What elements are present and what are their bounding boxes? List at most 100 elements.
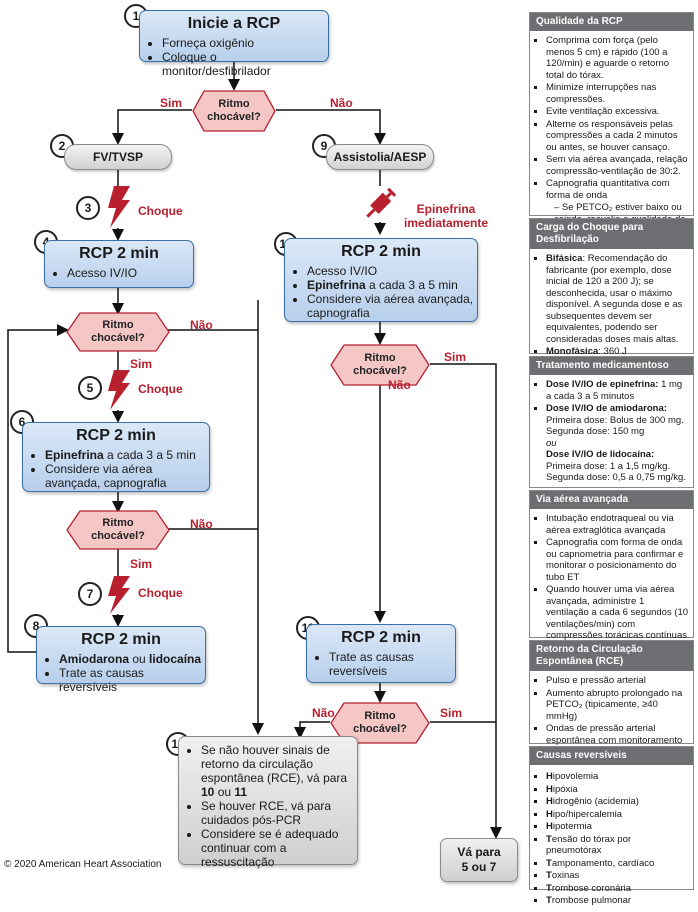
panel-reversible-causes-title: Causas reversíveis <box>530 747 693 765</box>
panel-reversible-causes: Causas reversíveis Hipovolemia Hipóxia H… <box>529 746 694 906</box>
step-11-title: RCP 2 min <box>341 629 421 646</box>
panel-item: Comprima com força (pelo menos 5 cm) e r… <box>546 35 689 81</box>
step-12-box: Se não houver sinais de retorno da circu… <box>178 736 358 869</box>
cause-item: Hipotermia <box>546 821 689 833</box>
panel-item: Alterne os responsáveis pelas compressõe… <box>546 119 689 154</box>
panel-shock-energy-title: Carga do Choque para Desfibrilação <box>530 219 693 249</box>
panel-item: Bifásica: Recomendação do fabricante (po… <box>546 253 689 345</box>
cause-item: Toxinas <box>546 870 689 882</box>
panel-item: Aumento abrupto prolongado na PETCO₂ (ti… <box>546 688 689 723</box>
panel-cpr-quality-title: Qualidade da RCP <box>530 13 693 31</box>
panel-item: Intubação endotraqueal ou via aérea extr… <box>546 513 689 536</box>
panel-cpr-quality: Qualidade da RCP Comprima com força (pel… <box>529 12 694 236</box>
step-6-item: Considere via aérea avançada, capnografi… <box>45 462 209 490</box>
cause-item: Tensão do tórax por pneumotórax <box>546 834 689 857</box>
step-4-title: RCP 2 min <box>79 245 159 262</box>
step-number-7: 7 <box>78 582 102 606</box>
shock-bolt-icon <box>108 576 130 614</box>
step-8-box: RCP 2 min Amiodarona ou lidocaína Trate … <box>36 626 206 694</box>
step-5-label: Choque <box>138 382 183 396</box>
decision-2-no: Não <box>190 318 213 332</box>
shock-bolt-icon <box>108 370 130 410</box>
step-9-pill: Assistolia/AESP <box>326 144 434 170</box>
step-12-item: Considere se é adequado continuar com a … <box>201 827 357 869</box>
copyright: © 2020 American Heart Association <box>4 859 162 870</box>
step-7-label: Choque <box>138 586 183 600</box>
decision-3-no: Não <box>190 517 213 531</box>
step-10-item: Epinefrina a cada 3 a 5 min <box>307 278 477 292</box>
step-1-box: Inicie a RCP Forneça oxigênio Coloque o … <box>139 10 329 78</box>
panel-item: Sem via aérea avançada, relação compress… <box>546 154 689 177</box>
step-10-box: RCP 2 min Acesso IV/IO Epinefrina a cada… <box>284 238 478 322</box>
decision-5-yes: Sim <box>440 706 463 720</box>
step-8-item: Amiodarona ou lidocaína <box>59 652 205 666</box>
decision-diamond-5 <box>330 702 430 744</box>
step-6-box: RCP 2 min Epinefrina a cada 3 a 5 min Co… <box>22 422 210 492</box>
step-1-title: Inicie a RCP <box>187 15 281 32</box>
step-1-item: Coloque o monitor/desfibrilador <box>162 50 328 78</box>
decision-4-yes: Sim <box>444 350 467 364</box>
panel-advanced-airway-title: Via aérea avançada <box>530 491 693 509</box>
step-11-item: Trate as causas reversíveis <box>329 650 455 678</box>
cause-item: Trombose coronária <box>546 883 689 895</box>
step-11-box: RCP 2 min Trate as causas reversíveis <box>306 624 456 683</box>
decision-diamond-3 <box>66 510 170 550</box>
panel-item: Capnografia quantitativa com forma de on… <box>546 178 689 201</box>
panel-item: Capnografia com forma de onda ou capnome… <box>546 537 689 583</box>
panel-rosc: Retorno da Circulação Espontânea (RCE) P… <box>529 640 694 757</box>
step-10-item: Considere via aérea avançada, capnografi… <box>307 292 477 320</box>
panel-item: Pulso e pressão arterial <box>546 675 689 687</box>
panel-item: Evite ventilação excessiva. <box>546 106 689 118</box>
decision-diamond-2 <box>66 312 170 352</box>
step-number-3: 3 <box>76 196 100 220</box>
panel-item: Quando houver uma via aérea avançada, ad… <box>546 584 689 642</box>
shock-bolt-icon <box>108 186 130 228</box>
panel-drug-therapy: Tratamento medicamentoso Dose IV/IO de e… <box>529 356 694 488</box>
step-10-item: Acesso IV/IO <box>307 264 477 278</box>
step-4-box: RCP 2 min Acesso IV/IO <box>44 240 194 288</box>
step-10-title: RCP 2 min <box>341 243 421 260</box>
step-8-title: RCP 2 min <box>81 631 161 648</box>
step-1-item: Forneça oxigênio <box>162 36 328 50</box>
cause-item: Hidrogênio (acidemia) <box>546 796 689 808</box>
cause-item: Hipo/hipercalemia <box>546 809 689 821</box>
panel-drug-therapy-title: Tratamento medicamentoso <box>530 357 693 375</box>
step-6-item: Epinefrina a cada 3 a 5 min <box>45 448 209 462</box>
step-number-5: 5 <box>78 376 102 400</box>
panel-shock-energy: Carga do Choque para Desfibrilação Bifás… <box>529 218 694 357</box>
decision-diamond-1 <box>192 90 276 132</box>
panel-item: Monofásica: 360 J <box>546 346 689 358</box>
goto-5-or-7-box: Vá para 5 ou 7 <box>440 838 518 882</box>
decision-3-yes: Sim <box>130 557 153 571</box>
decision-1-no: Não <box>330 96 353 110</box>
decision-2-yes: Sim <box>130 357 153 371</box>
syringe-icon <box>366 187 397 218</box>
panel-item: Minimize interrupções nas compressões. <box>546 82 689 105</box>
step-3-label: Choque <box>138 204 183 218</box>
step-8-item: Trate as causas reversíveis <box>59 666 205 694</box>
cause-item: Trombose pulmonar <box>546 895 689 907</box>
panel-item: Dose IV/IO de amiodarona:Primeira dose: … <box>546 403 689 484</box>
panel-rosc-title: Retorno da Circulação Espontânea (RCE) <box>530 641 693 671</box>
step-12-item: Se não houver sinais de retorno da circu… <box>201 743 357 799</box>
decision-4-no: Não <box>388 378 411 392</box>
cause-item: Hipóxia <box>546 784 689 796</box>
panel-item: Dose IV/IO de epinefrina: 1 mg a cada 3 … <box>546 379 689 402</box>
step-6-title: RCP 2 min <box>76 427 156 444</box>
decision-diamond-4 <box>330 344 430 386</box>
cause-item: Hipovolemia <box>546 771 689 783</box>
step-2-pill: FV/TVSP <box>64 144 172 170</box>
decision-5-no: Não <box>312 706 335 720</box>
panel-advanced-airway: Via aérea avançada Intubação endotraquea… <box>529 490 694 641</box>
step-12-item: Se houver RCE, vá para cuidados pós-PCR <box>201 799 357 827</box>
step-4-item: Acesso IV/IO <box>67 266 193 280</box>
cause-item: Tamponamento, cardíaco <box>546 858 689 870</box>
decision-1-yes: Sim <box>160 96 183 110</box>
